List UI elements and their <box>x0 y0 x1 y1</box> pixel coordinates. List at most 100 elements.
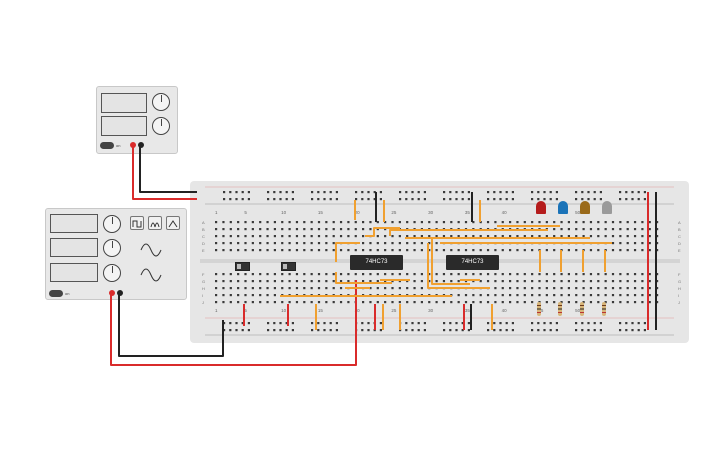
breadboard-hole[interactable] <box>237 249 240 252</box>
breadboard-hole[interactable] <box>631 329 634 332</box>
breadboard-hole[interactable] <box>273 191 276 194</box>
breadboard-hole[interactable] <box>229 249 232 252</box>
breadboard-hole[interactable] <box>619 191 622 194</box>
breadboard-hole[interactable] <box>428 235 431 238</box>
breadboard-hole[interactable] <box>428 301 431 304</box>
breadboard-hole[interactable] <box>626 294 629 297</box>
breadboard-hole[interactable] <box>237 228 240 231</box>
breadboard-hole[interactable] <box>531 322 534 325</box>
breadboard-hole[interactable] <box>281 242 284 245</box>
breadboard-hole[interactable] <box>398 301 401 304</box>
breadboard-hole[interactable] <box>567 249 570 252</box>
breadboard-hole[interactable] <box>553 228 556 231</box>
breadboard-hole[interactable] <box>461 198 464 201</box>
breadboard-hole[interactable] <box>317 280 321 283</box>
breadboard-hole[interactable] <box>464 280 468 283</box>
slide-switch-2[interactable] <box>281 262 296 271</box>
breadboard-hole[interactable] <box>273 198 276 201</box>
breadboard-hole[interactable] <box>335 322 338 325</box>
breadboard-hole[interactable] <box>325 301 328 304</box>
breadboard-hole[interactable] <box>457 249 460 252</box>
resistor-3[interactable] <box>580 302 584 316</box>
breadboard-hole[interactable] <box>641 294 644 297</box>
breadboard-hole[interactable] <box>493 198 496 201</box>
breadboard-hole[interactable] <box>222 301 225 304</box>
breadboard-hole[interactable] <box>285 191 288 194</box>
generator-power-toggle[interactable] <box>49 290 63 297</box>
breadboard-hole[interactable] <box>266 235 269 238</box>
breadboard-hole[interactable] <box>259 249 262 252</box>
breadboard-hole[interactable] <box>317 198 320 201</box>
breadboard-hole[interactable] <box>295 235 299 238</box>
breadboard-hole[interactable] <box>259 301 262 304</box>
breadboard-hole[interactable] <box>553 221 556 224</box>
breadboard-hole[interactable] <box>339 273 343 276</box>
breadboard-hole[interactable] <box>376 235 379 238</box>
breadboard-hole[interactable] <box>413 301 416 304</box>
breadboard-hole[interactable] <box>413 221 416 224</box>
breadboard-hole[interactable] <box>543 191 546 194</box>
breadboard-hole[interactable] <box>625 191 628 194</box>
breadboard-hole[interactable] <box>259 287 262 290</box>
breadboard-hole[interactable] <box>486 249 490 252</box>
breadboard-hole[interactable] <box>411 198 414 201</box>
breadboard-hole[interactable] <box>648 294 651 297</box>
breadboard-hole[interactable] <box>450 280 453 283</box>
breadboard-hole[interactable] <box>266 228 269 231</box>
breadboard-hole[interactable] <box>641 235 644 238</box>
breadboard-hole[interactable] <box>461 322 464 325</box>
breadboard-hole[interactable] <box>229 301 232 304</box>
breadboard-hole[interactable] <box>626 221 629 224</box>
breadboard-hole[interactable] <box>229 322 232 325</box>
breadboard-hole[interactable] <box>509 294 512 297</box>
breadboard-hole[interactable] <box>467 322 470 325</box>
breadboard-hole[interactable] <box>523 301 526 304</box>
breadboard-hole[interactable] <box>641 301 644 304</box>
breadboard-hole[interactable] <box>567 221 570 224</box>
breadboard-hole[interactable] <box>457 280 460 283</box>
breadboard-hole[interactable] <box>279 191 282 194</box>
breadboard-hole[interactable] <box>379 322 382 325</box>
breadboard-hole[interactable] <box>604 228 607 231</box>
breadboard-hole[interactable] <box>362 273 365 276</box>
breadboard-hole[interactable] <box>303 273 306 276</box>
breadboard-hole[interactable] <box>398 235 401 238</box>
breadboard-hole[interactable] <box>597 228 600 231</box>
breadboard-hole[interactable] <box>472 301 475 304</box>
breadboard-hole[interactable] <box>251 242 254 245</box>
breadboard-hole[interactable] <box>317 191 320 194</box>
breadboard-hole[interactable] <box>291 322 294 325</box>
breadboard-hole[interactable] <box>237 242 240 245</box>
breadboard-hole[interactable] <box>373 198 376 201</box>
breadboard-hole[interactable] <box>538 235 541 238</box>
breadboard-hole[interactable] <box>604 235 607 238</box>
breadboard-hole[interactable] <box>531 294 534 297</box>
breadboard-hole[interactable] <box>486 301 490 304</box>
breadboard-hole[interactable] <box>335 329 338 332</box>
breadboard-hole[interactable] <box>361 329 364 332</box>
breadboard-hole[interactable] <box>442 221 446 224</box>
breadboard-hole[interactable] <box>467 191 470 194</box>
breadboard-hole[interactable] <box>637 198 640 201</box>
breadboard-hole[interactable] <box>391 242 394 245</box>
breadboard-hole[interactable] <box>428 273 431 276</box>
breadboard-hole[interactable] <box>295 249 299 252</box>
breadboard-hole[interactable] <box>398 249 401 252</box>
breadboard-hole[interactable] <box>420 235 423 238</box>
frequency-knob[interactable] <box>103 215 121 233</box>
breadboard-hole[interactable] <box>516 280 519 283</box>
breadboard-hole[interactable] <box>339 228 343 231</box>
generator-negative-terminal[interactable] <box>117 290 123 296</box>
breadboard-hole[interactable] <box>560 294 563 297</box>
breadboard-hole[interactable] <box>244 228 247 231</box>
breadboard-hole[interactable] <box>493 191 496 194</box>
breadboard-hole[interactable] <box>405 198 408 201</box>
breadboard-hole[interactable] <box>417 329 420 332</box>
breadboard-hole[interactable] <box>449 329 452 332</box>
breadboard-hole[interactable] <box>633 280 637 283</box>
breadboard-hole[interactable] <box>237 273 240 276</box>
breadboard-hole[interactable] <box>523 280 526 283</box>
breadboard-hole[interactable] <box>545 294 548 297</box>
breadboard-hole[interactable] <box>354 273 357 276</box>
breadboard-hole[interactable] <box>656 301 659 304</box>
